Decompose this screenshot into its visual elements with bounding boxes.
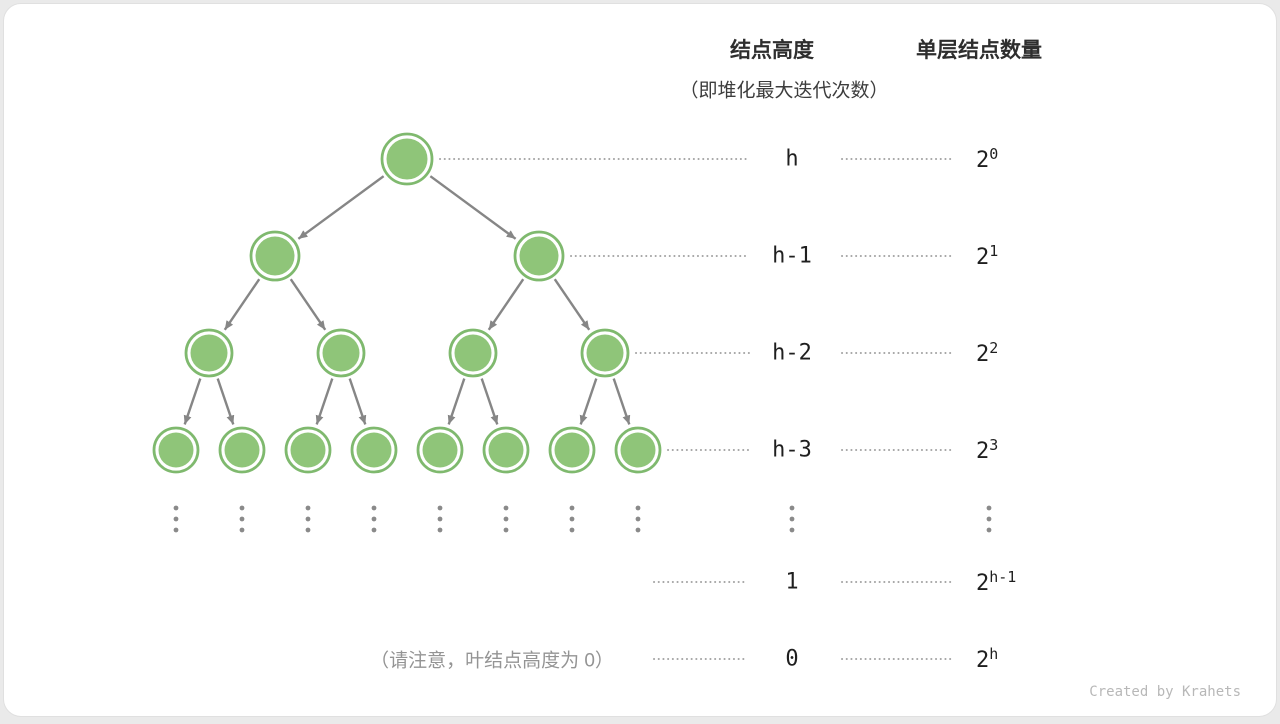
count-label: 22 xyxy=(976,339,998,367)
ellipsis-dots xyxy=(173,505,992,533)
credit-text: Created by Krahets xyxy=(1089,684,1241,700)
height-label: h-2 xyxy=(772,340,812,366)
count-label: 2h xyxy=(976,645,998,673)
edge-arrow xyxy=(348,378,367,425)
count-base: 2 xyxy=(976,648,990,674)
tree-edges xyxy=(183,175,631,425)
count-label: 2h-1 xyxy=(976,568,1016,596)
count-base: 2 xyxy=(976,571,990,597)
height-label: h-3 xyxy=(772,437,812,463)
tree-node xyxy=(218,426,266,474)
tree-node xyxy=(482,426,530,474)
tree-node xyxy=(152,426,200,474)
count-column-header: 单层结点数量 xyxy=(916,39,1042,62)
count-base: 2 xyxy=(976,439,990,465)
edge-arrow xyxy=(429,175,517,240)
edge-arrow xyxy=(480,378,499,425)
tree-node xyxy=(380,132,434,186)
count-label: 23 xyxy=(976,436,998,464)
count-exponent: 3 xyxy=(989,435,999,454)
count-base: 2 xyxy=(976,245,990,271)
binary-tree-diagram xyxy=(152,132,992,660)
count-exponent: 2 xyxy=(989,338,999,357)
count-exponent: h xyxy=(989,644,999,663)
height-column-header: 结点高度 xyxy=(730,39,814,62)
tree-node xyxy=(350,426,398,474)
edge-arrow xyxy=(487,278,525,331)
count-exponent: 0 xyxy=(989,144,999,163)
height-label: 0 xyxy=(785,646,799,672)
count-exponent: h-1 xyxy=(989,567,1017,586)
height-label: h-1 xyxy=(772,243,812,269)
edge-arrow xyxy=(553,278,591,331)
edge-arrow xyxy=(216,378,235,425)
tree-node xyxy=(448,328,498,378)
edge-arrow xyxy=(297,175,385,240)
edge-arrow xyxy=(289,278,327,331)
tree-node xyxy=(548,426,596,474)
height-label: h xyxy=(785,146,799,172)
tree-node xyxy=(513,230,565,282)
edge-arrow xyxy=(612,378,631,425)
dotted-connectors xyxy=(439,158,953,660)
tree-node xyxy=(614,426,662,474)
tree-node xyxy=(249,230,301,282)
tree-node xyxy=(284,426,332,474)
count-base: 2 xyxy=(976,342,990,368)
count-label: 20 xyxy=(976,145,998,173)
edge-arrow xyxy=(315,378,334,425)
tree-node xyxy=(184,328,234,378)
count-exponent: 1 xyxy=(989,241,999,260)
edge-arrow xyxy=(447,378,466,425)
leaf-height-note: （请注意，叶结点高度为 0） xyxy=(370,650,614,672)
count-label: 21 xyxy=(976,242,998,270)
tree-nodes xyxy=(152,132,662,474)
edge-arrow xyxy=(183,378,202,425)
count-base: 2 xyxy=(976,148,990,174)
tree-node xyxy=(580,328,630,378)
tree-node xyxy=(416,426,464,474)
edge-arrow xyxy=(579,378,598,425)
edge-arrow xyxy=(223,278,261,331)
height-column-subtitle: （即堆化最大迭代次数） xyxy=(679,80,889,102)
tree-node xyxy=(316,328,366,378)
height-label: 1 xyxy=(785,569,799,595)
